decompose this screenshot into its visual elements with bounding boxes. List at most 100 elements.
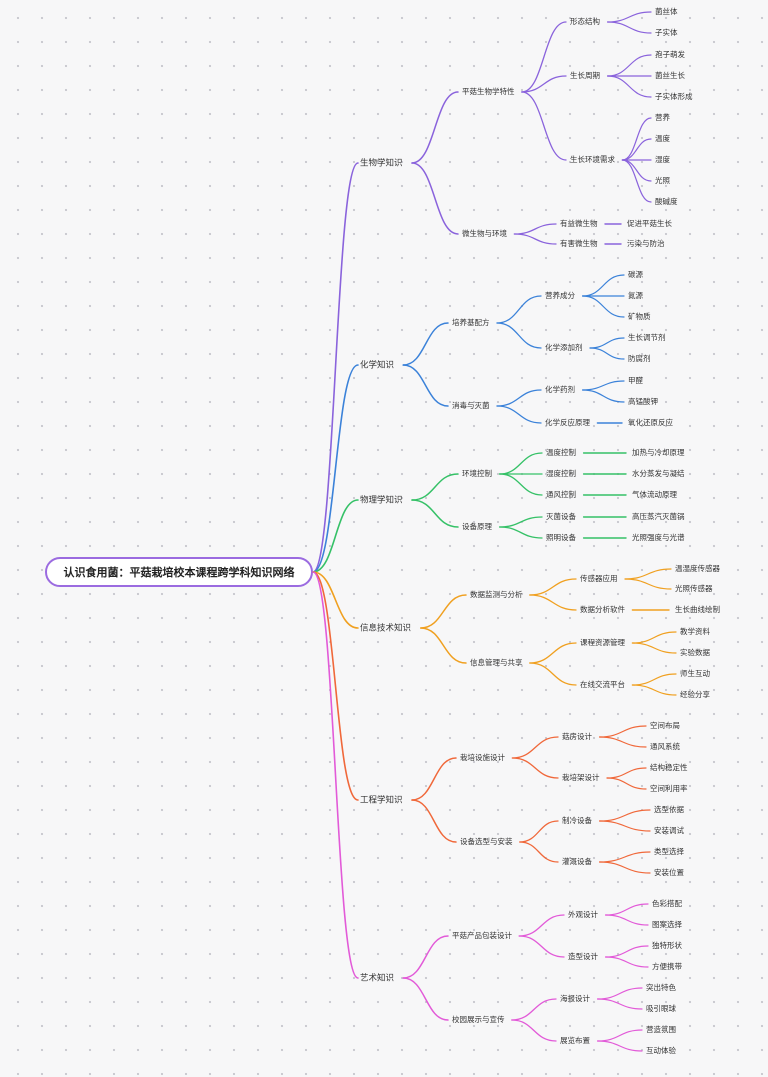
topic-level4[interactable]: 方便携带 [652,961,682,971]
topic-level3[interactable]: 数据分析软件 [580,604,625,614]
level1-to-level2-connector [402,935,449,979]
root-topic[interactable]: 认识食用菌：平菇栽培校本课程跨学科知识网络 [45,557,313,587]
topic-level4[interactable]: 空间利用率 [650,783,688,793]
topic-level3[interactable]: 外观设计 [568,909,598,919]
level1-to-level2-connector [411,799,457,843]
topic-level3[interactable]: 灌溉设备 [562,856,592,866]
topic-level4[interactable]: 菌丝生长 [655,70,685,80]
topic-level3[interactable]: 课程资源管理 [580,637,625,647]
topic-level4[interactable]: 碳源 [628,269,643,279]
topic-level4[interactable]: 温湿度传感器 [675,563,720,573]
topic-level3[interactable]: 海报设计 [560,993,590,1003]
topic-level4[interactable]: 氧化还原反应 [628,417,673,427]
topic-level2[interactable]: 环境控制 [462,468,492,478]
topic-level3[interactable]: 灭菌设备 [546,511,576,521]
topic-level4[interactable]: 吸引眼球 [646,1003,676,1013]
topic-level3[interactable]: 生长周期 [570,70,600,80]
topic-level4[interactable]: 教学资料 [680,626,710,636]
topic-level3[interactable]: 栽培架设计 [562,772,600,782]
topic-level4[interactable]: 气体流动原理 [632,489,677,499]
topic-level4[interactable]: 类型选择 [654,846,684,856]
topic-level3[interactable]: 展览布置 [560,1035,590,1045]
topic-level3[interactable]: 菇房设计 [562,731,592,741]
topic-level3[interactable]: 通风控制 [546,489,576,499]
topic-level3[interactable]: 传感器应用 [580,573,618,583]
topic-level1[interactable]: 化学知识 [360,360,394,371]
topic-level4[interactable]: 结构稳定性 [650,762,688,772]
topic-level1[interactable]: 信息技术知识 [360,623,411,634]
topic-level4[interactable]: 高锰酸钾 [628,396,658,406]
topic-level2[interactable]: 信息管理与共享 [470,657,523,667]
topic-level3[interactable]: 照明设备 [546,532,576,542]
topic-level4[interactable]: 酸碱度 [655,196,678,206]
topic-level4[interactable]: 温度 [655,133,670,143]
topic-level4[interactable]: 光照传感器 [675,583,713,593]
topic-level1[interactable]: 物理学知识 [360,495,403,506]
topic-level2[interactable]: 微生物与环境 [462,228,507,238]
topic-level2[interactable]: 栽培设施设计 [460,752,505,762]
topic-level2[interactable]: 数据监测与分析 [470,589,523,599]
topic-level4[interactable]: 水分蒸发与凝结 [632,468,685,478]
topic-level2[interactable]: 平菇生物学特性 [462,86,515,96]
topic-level4[interactable]: 孢子萌发 [655,49,685,59]
topic-level1[interactable]: 艺术知识 [360,973,394,984]
topic-level4[interactable]: 空间布局 [650,720,680,730]
topic-level3[interactable]: 有害微生物 [560,238,598,248]
topic-level4[interactable]: 色彩搭配 [652,898,682,908]
topic-level4[interactable]: 选型依据 [654,804,684,814]
topic-level2[interactable]: 校园展示与宣传 [452,1014,505,1024]
topic-level4[interactable]: 图案选择 [652,919,682,929]
topic-level3[interactable]: 湿度控制 [546,468,576,478]
topic-level3[interactable]: 化学添加剂 [545,342,583,352]
topic-level4[interactable]: 菌丝体 [655,6,678,16]
topic-level4[interactable]: 加热与冷却原理 [632,447,685,457]
topic-level4[interactable]: 光照强度与光谱 [632,532,685,542]
topic-level3[interactable]: 造型设计 [568,951,598,961]
level2-to-level3-connector [529,594,577,611]
topic-level4[interactable]: 安装调试 [654,825,684,835]
topic-level4[interactable]: 营养 [655,112,670,122]
topic-level3[interactable]: 生长环境需求 [570,154,615,164]
level3-to-level4-connector [605,945,649,958]
topic-level3[interactable]: 在线交流平台 [580,679,625,689]
topic-level4[interactable]: 湿度 [655,154,670,164]
topic-level3[interactable]: 营养成分 [545,290,575,300]
topic-level4[interactable]: 高压蒸汽灭菌锅 [632,511,685,521]
topic-level1[interactable]: 工程学知识 [360,795,403,806]
topic-level4[interactable]: 生长调节剂 [628,332,666,342]
topic-level2[interactable]: 设备选型与安装 [460,836,513,846]
topic-level3[interactable]: 化学药剂 [545,384,575,394]
topic-level4[interactable]: 营造氛围 [646,1024,676,1034]
topic-level4[interactable]: 独特形状 [652,940,682,950]
topic-level3[interactable]: 有益微生物 [560,218,598,228]
topic-level4[interactable]: 师生互动 [680,668,710,678]
topic-level1[interactable]: 生物学知识 [360,158,403,169]
topic-level4[interactable]: 生长曲线绘制 [675,604,720,614]
topic-level4[interactable]: 污染与防治 [627,238,665,248]
topic-level4[interactable]: 通风系统 [650,741,680,751]
topic-level4[interactable]: 甲醛 [628,375,643,385]
topic-level3[interactable]: 形态结构 [570,16,600,26]
topic-level2[interactable]: 消毒与灭菌 [452,400,490,410]
topic-level4[interactable]: 氮源 [628,290,643,300]
topic-level4[interactable]: 实验数据 [680,647,710,657]
topic-level3[interactable]: 温度控制 [546,447,576,457]
topic-level4[interactable]: 子实体 [655,27,678,37]
topic-level4[interactable]: 促进平菇生长 [627,218,672,228]
topic-level4[interactable]: 子实体形成 [655,91,693,101]
topic-level4[interactable]: 突出特色 [646,982,676,992]
topic-level2[interactable]: 设备原理 [462,521,492,531]
topic-level2[interactable]: 平菇产品包装设计 [452,930,512,940]
topic-level3[interactable]: 化学反应原理 [545,417,590,427]
level2-to-level3-connector [519,841,559,863]
topic-level3[interactable]: 制冷设备 [562,815,592,825]
topic-level4[interactable]: 经验分享 [680,689,710,699]
level3-to-level4-connector [631,631,677,644]
topic-level4[interactable]: 互动体验 [646,1045,676,1055]
topic-level4[interactable]: 安装位置 [654,867,684,877]
level1-to-level2-connector [411,473,459,501]
topic-level4[interactable]: 矿物质 [628,311,651,321]
topic-level4[interactable]: 防腐剂 [628,353,651,363]
topic-level2[interactable]: 培养基配方 [452,317,490,327]
topic-level4[interactable]: 光照 [655,175,670,185]
